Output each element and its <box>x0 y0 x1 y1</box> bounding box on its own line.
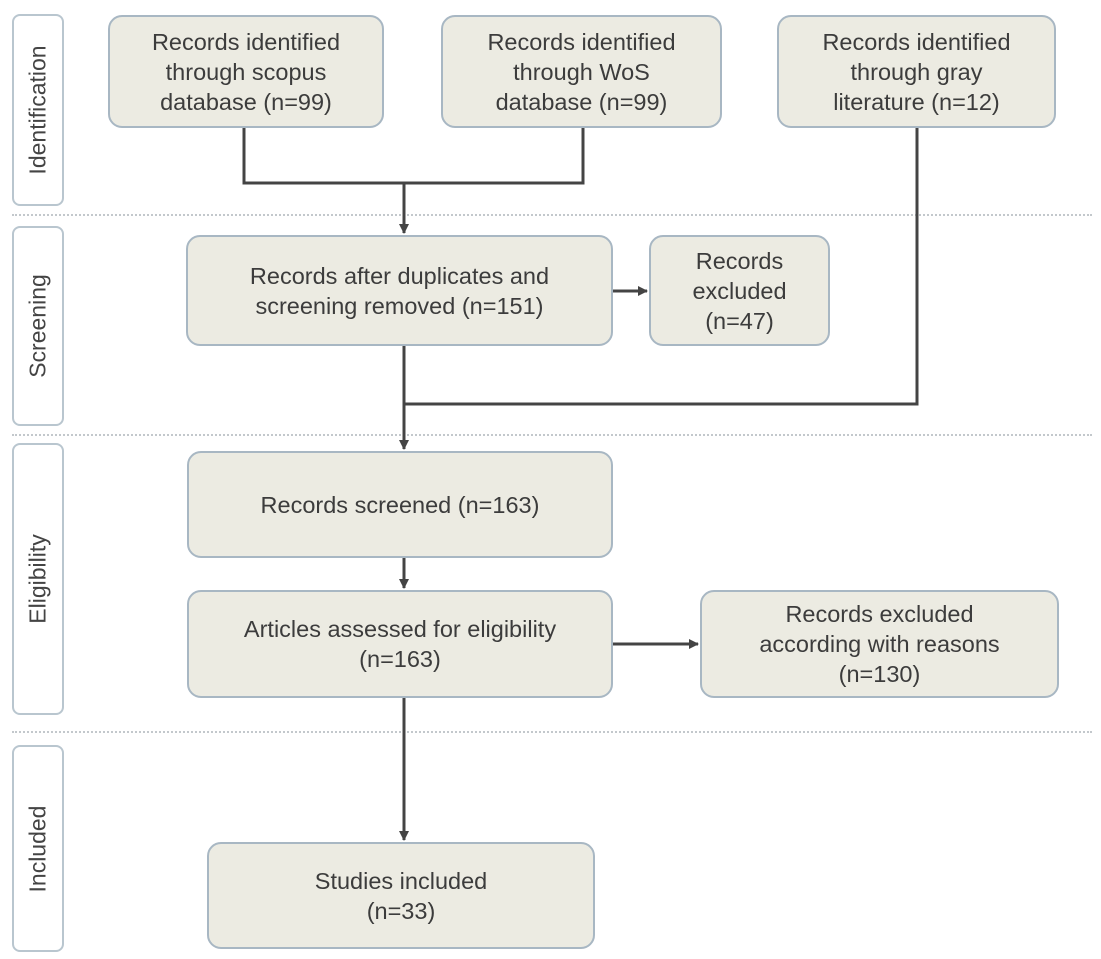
box-after-duplicates: Records after duplicates and screening r… <box>186 235 613 346</box>
connector-gray-to-merge <box>404 128 919 406</box>
box-records-excluded-reasons: Records excluded according with reasons … <box>700 590 1059 698</box>
stage-included: Included <box>12 745 64 952</box>
box-articles-assessed: Articles assessed for eligibility (n=163… <box>187 590 613 698</box>
stage-identification: Identification <box>12 14 64 206</box>
box-scopus-records: Records identified through scopus databa… <box>108 15 384 128</box>
stage-separator-2 <box>12 434 1092 436</box>
box-records-excluded-screening: Records excluded (n=47) <box>649 235 830 346</box>
stage-eligibility: Eligibility <box>12 443 64 715</box>
stage-separator-3 <box>12 731 1092 733</box>
stage-separator-1 <box>12 214 1092 216</box>
connector-scopus-wos-merge <box>242 128 585 185</box>
box-gray-literature-records: Records identified through gray literatu… <box>777 15 1056 128</box>
box-wos-records: Records identified through WoS database … <box>441 15 722 128</box>
stage-screening: Screening <box>12 226 64 426</box>
box-studies-included: Studies included (n=33) <box>207 842 595 949</box>
box-records-screened: Records screened (n=163) <box>187 451 613 558</box>
